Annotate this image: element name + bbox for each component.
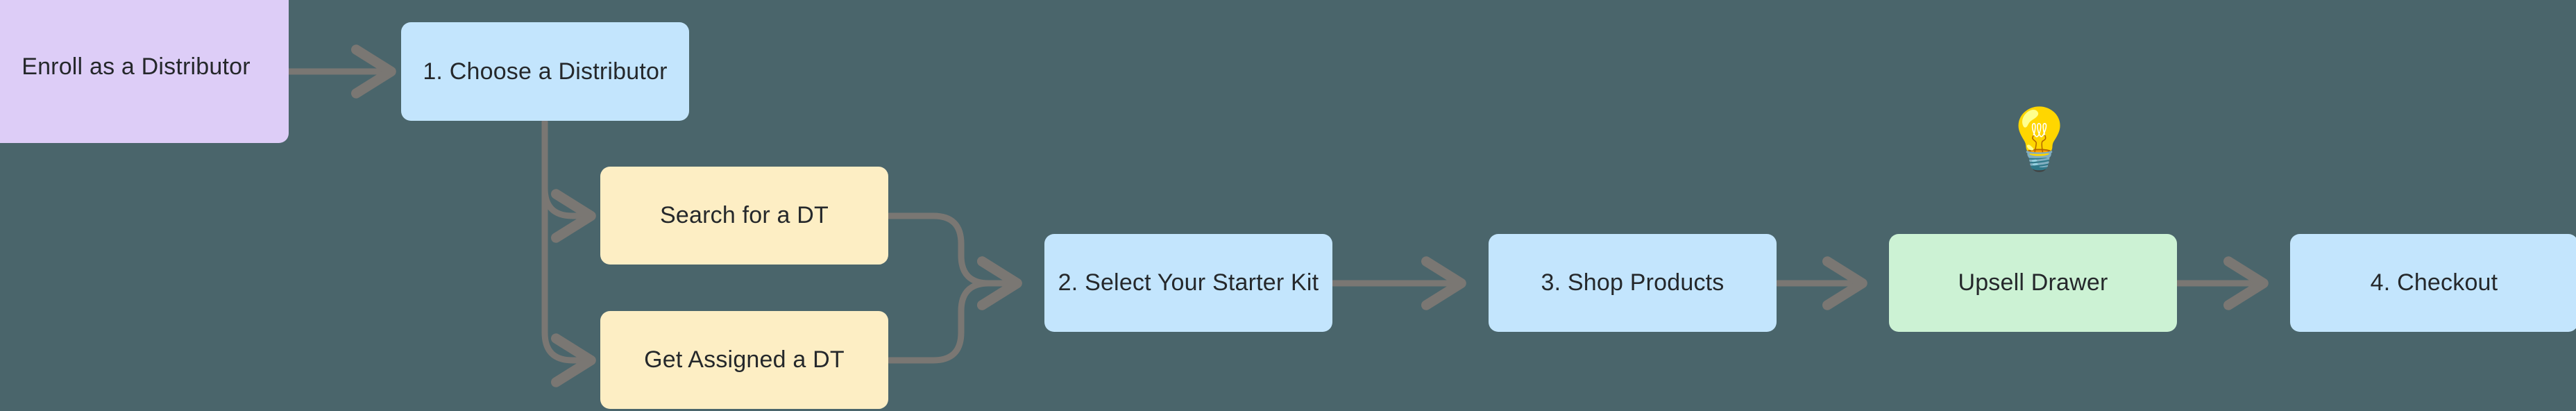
node-upsell-drawer[interactable]: Upsell Drawer [1889, 234, 2177, 332]
node-label: 4. Checkout [2370, 269, 2498, 296]
node-enroll-as-a-distributor[interactable]: Enroll as a Distributor [0, 0, 289, 143]
edge-choose-to-assigned [541, 119, 596, 387]
node-choose-a-distributor[interactable]: 1. Choose a Distributor [401, 22, 689, 121]
lightbulb-icon: 💡 [2002, 106, 2077, 173]
node-label: Search for a DT [660, 202, 829, 229]
node-shop-products[interactable]: 3. Shop Products [1489, 234, 1777, 332]
node-label: 1. Choose a Distributor [423, 58, 668, 85]
node-select-your-starter-kit[interactable]: 2. Select Your Starter Kit [1044, 234, 1332, 332]
node-label: Enroll as a Distributor [22, 53, 251, 80]
node-search-for-a-dt[interactable]: Search for a DT [600, 167, 888, 265]
edge-assigned-to-kit [886, 256, 1022, 364]
node-get-assigned-a-dt[interactable]: Get Assigned a DT [600, 311, 888, 409]
node-label: 3. Shop Products [1541, 269, 1725, 296]
node-checkout[interactable]: 4. Checkout [2290, 234, 2576, 332]
node-label: Get Assigned a DT [644, 346, 845, 374]
node-label: Upsell Drawer [1958, 269, 2108, 296]
edge-choose-to-search [541, 119, 596, 243]
node-label: 2. Select Your Starter Kit [1058, 269, 1319, 296]
edge-search-to-kit [886, 212, 1022, 310]
